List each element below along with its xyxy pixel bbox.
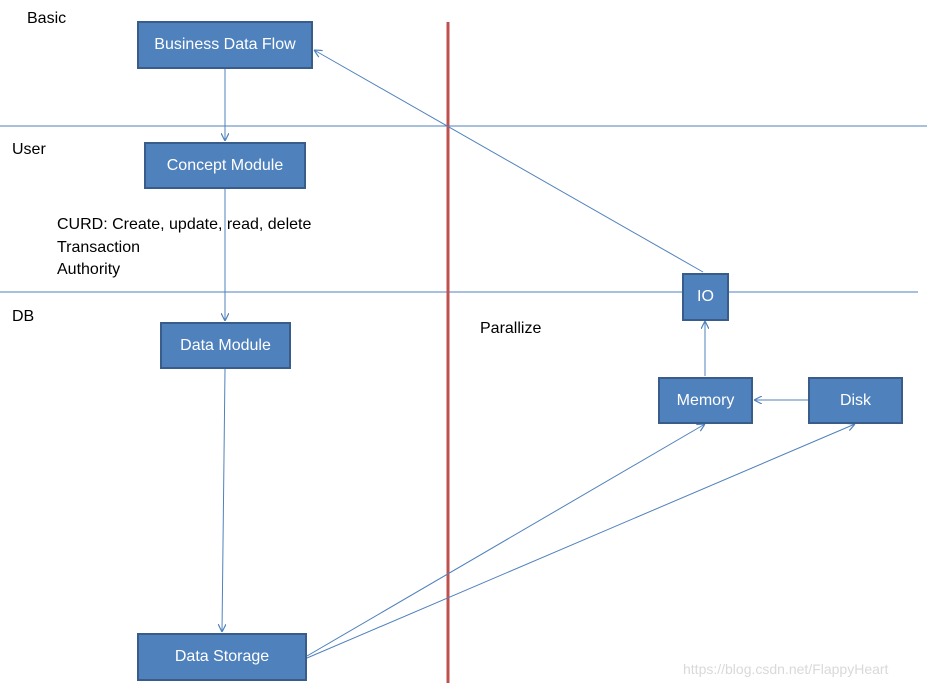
data-module-box: Data Module (160, 322, 291, 369)
parallize-label: Parallize (480, 320, 542, 337)
transaction-note: Transaction (57, 239, 140, 256)
section-label-db: DB (12, 308, 35, 325)
section-label-user: User (12, 141, 46, 158)
business-data-flow-box: Business Data Flow (137, 21, 313, 69)
section-label-basic: Basic (27, 10, 67, 27)
disk-box: Disk (808, 377, 903, 424)
edge-storage-to-disk (306, 424, 855, 659)
concept-module-box: Concept Module (144, 142, 306, 189)
edge-data-module-to-storage (222, 368, 225, 632)
watermark-text: https://blog.csdn.net/FlappyHeart (683, 661, 889, 677)
edge-io-to-business (314, 50, 704, 273)
memory-box: Memory (658, 377, 753, 424)
authority-note: Authority (57, 261, 121, 278)
edge-storage-to-memory (306, 424, 705, 657)
data-storage-box: Data Storage (137, 633, 307, 681)
curd-note: CURD: Create, update, read, delete (57, 216, 312, 233)
io-box: IO (682, 273, 729, 321)
